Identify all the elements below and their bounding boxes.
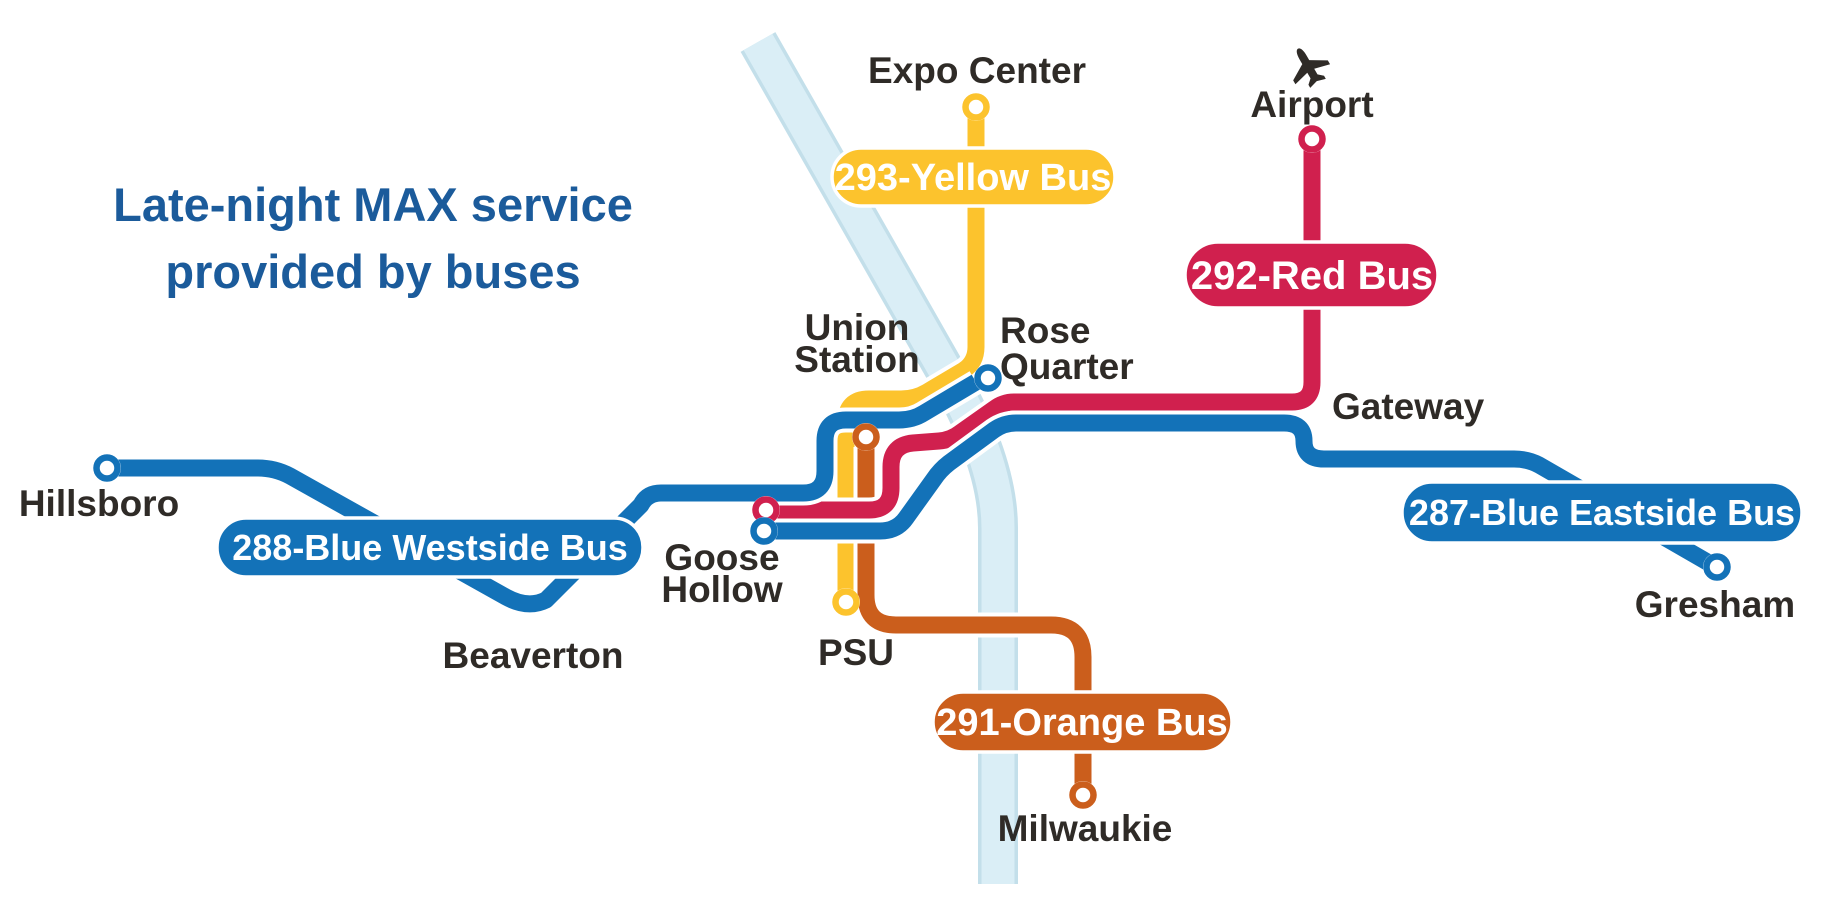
badge-292-label: 292-Red Bus — [1191, 254, 1433, 298]
badge-293-yellow-bus: 293-Yellow Bus — [830, 146, 1117, 208]
red-line-stroke — [777, 149, 1321, 519]
station-dot-hillsboro — [93, 454, 121, 482]
blue-westside-line — [118, 371, 983, 617]
map-title: Late-night MAX service provided by buses — [113, 178, 633, 298]
badge-293-label: 293-Yellow Bus — [835, 157, 1112, 199]
station-dot-gresham — [1703, 553, 1731, 581]
badge-287-pill — [1400, 480, 1804, 545]
label-milwaukie: Milwaukie — [998, 808, 1173, 849]
badge-287-blue-eastside-bus: 287-Blue Eastside Bus — [1400, 480, 1804, 545]
badge-288-blue-westside-bus: 288-Blue Westside Bus — [215, 516, 645, 579]
station-dot-milwaukie — [1069, 781, 1097, 809]
label-union-station-line1: Union — [805, 307, 910, 348]
badge-288-pill — [215, 516, 645, 579]
map-title-line1: Late-night MAX service — [113, 178, 633, 231]
label-gateway: Gateway — [1332, 386, 1485, 427]
orange-line — [853, 447, 1096, 784]
badge-293-pill — [830, 146, 1117, 208]
airplane-icon-shape — [1293, 48, 1331, 88]
yellow-line — [833, 117, 989, 592]
label-goose-hollow-line2: Hollow — [661, 569, 782, 610]
badge-291-pill — [931, 690, 1234, 754]
label-gresham: Gresham — [1635, 584, 1795, 625]
station-dot-psu — [832, 588, 860, 616]
label-rose-quarter-line1: Rose — [1000, 310, 1090, 351]
badge-292-pill — [1183, 240, 1440, 310]
station-dot-union-station — [852, 423, 880, 451]
badge-288-label: 288-Blue Westside Bus — [232, 527, 627, 568]
map-title-line2: provided by buses — [165, 245, 580, 298]
label-union-station-line2: Station — [794, 339, 919, 380]
blue-eastside-stroke — [775, 414, 1714, 571]
badge-291-label: 291-Orange Bus — [936, 702, 1227, 744]
red-line — [777, 149, 1325, 523]
orange-line-stroke — [857, 447, 1092, 784]
badge-291-orange-bus: 291-Orange Bus — [931, 690, 1234, 754]
label-expo-center: Expo Center — [868, 50, 1086, 91]
station-labels: Expo Center Airport Union Station Rose Q… — [19, 50, 1795, 849]
label-rose-quarter-line2: Quarter — [1000, 346, 1134, 387]
label-beaverton: Beaverton — [443, 635, 624, 676]
station-dot-rose-quarter — [974, 364, 1002, 392]
station-dot-airport — [1298, 125, 1326, 153]
label-airport: Airport — [1250, 84, 1373, 125]
blue-westside-stroke — [118, 374, 981, 613]
label-goose-hollow-line1: Goose — [664, 537, 779, 578]
station-dot-goose-hollow-blue — [750, 517, 778, 545]
label-hillsboro: Hillsboro — [19, 483, 179, 524]
station-dot-expo-center — [962, 93, 990, 121]
yellow-line-stroke — [837, 117, 985, 592]
badge-287-label: 287-Blue Eastside Bus — [1409, 492, 1795, 533]
label-psu: PSU — [818, 632, 894, 673]
blue-eastside-line — [775, 410, 1716, 574]
station-dots — [93, 93, 1731, 809]
badge-292-red-bus: 292-Red Bus — [1183, 240, 1440, 310]
airplane-icon — [1293, 48, 1331, 88]
